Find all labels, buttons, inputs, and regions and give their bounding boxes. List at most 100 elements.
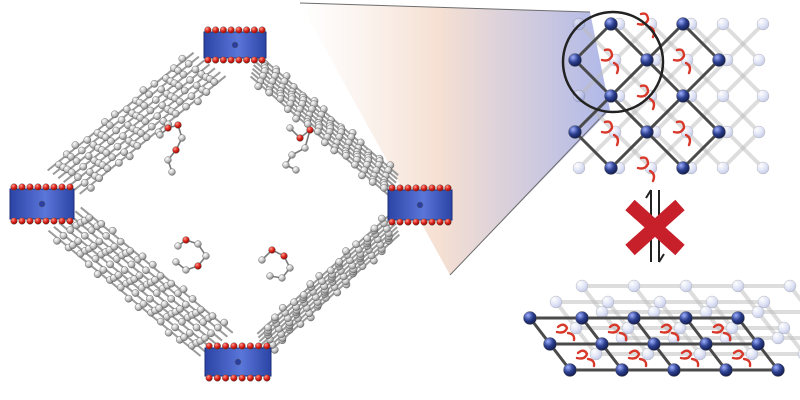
guest-squiggle	[607, 323, 628, 342]
lattice-node	[604, 89, 618, 103]
guest-squiggle	[636, 84, 656, 111]
carbon-atom	[108, 153, 116, 161]
linker-bond	[68, 67, 216, 187]
lattice-node	[716, 17, 730, 31]
carbon-atom	[97, 220, 106, 228]
oxygen-atom	[222, 374, 230, 382]
lattice-node	[543, 337, 557, 351]
carbon-atom	[156, 272, 165, 280]
carbon-atom	[207, 329, 215, 338]
carbon-atom	[66, 226, 75, 234]
lattice-node	[725, 321, 739, 335]
oxygen-atom	[212, 26, 220, 34]
carbon-atom	[126, 247, 134, 255]
lattice-node	[572, 89, 586, 103]
red-cross-icon	[625, 199, 685, 256]
metal-node	[387, 184, 453, 226]
carbon-atom	[352, 240, 360, 249]
carbon-atom	[135, 271, 144, 280]
carbon-atom	[107, 137, 115, 146]
linker-bond	[263, 233, 401, 357]
lattice-node	[549, 295, 563, 309]
zoom-beam-edge-top	[299, 2, 591, 13]
oxygen-atom	[230, 374, 238, 382]
guest-molecule	[258, 246, 294, 282]
linker-bond	[260, 222, 397, 346]
carbon-atom	[131, 289, 140, 297]
lattice-strut	[609, 94, 649, 134]
carbon-atom	[93, 270, 102, 279]
oxygen-atom	[436, 184, 444, 192]
lattice-front-layer	[568, 12, 726, 183]
lattice-node	[771, 331, 785, 345]
carbon-atom	[284, 105, 292, 113]
carbon-atom	[186, 76, 194, 84]
oxygen-atom	[412, 184, 420, 192]
carbon-atom	[158, 101, 167, 110]
metal-atom	[231, 41, 239, 49]
oxygen-atom	[250, 56, 258, 64]
lattice-node	[604, 17, 618, 31]
carbon-atom	[112, 255, 121, 263]
lattice-strut	[573, 22, 613, 62]
carbon-atom	[174, 242, 182, 250]
carbon-atom	[178, 134, 186, 142]
carbon-atom	[68, 241, 77, 249]
lattice-strut	[649, 130, 689, 170]
carbon-atom	[99, 266, 108, 274]
metal-node	[203, 26, 267, 64]
metal-node	[9, 183, 75, 225]
carbon-atom	[103, 164, 112, 173]
linker-bond	[251, 67, 395, 192]
carbon-atom	[68, 168, 76, 177]
linker-bond	[256, 211, 394, 335]
carbon-atom	[95, 237, 104, 246]
linker-stack	[47, 206, 234, 357]
oxygen-atom	[227, 26, 235, 34]
linker-stack	[256, 211, 401, 357]
lattice-strut	[725, 58, 765, 98]
lattice-node	[604, 161, 618, 175]
carbon-atom	[180, 86, 189, 95]
carbon-atom	[167, 279, 176, 288]
lattice-node	[771, 363, 785, 377]
carbon-atom	[140, 101, 149, 110]
carbon-atom	[185, 329, 194, 337]
lattice-node	[716, 89, 730, 103]
carbon-atom	[147, 122, 156, 131]
carbon-atom	[290, 298, 298, 307]
carbon-atom	[187, 92, 196, 101]
carbon-atom	[194, 240, 202, 248]
carbon-atom	[363, 234, 371, 243]
carbon-atom	[157, 85, 165, 94]
lattice-strut	[609, 58, 649, 98]
oxygen-atom	[436, 218, 444, 226]
oxygen-atom	[306, 126, 314, 134]
oxygen-atom	[238, 342, 246, 350]
carbon-atom	[117, 116, 126, 124]
linker-bond	[69, 214, 223, 342]
carbon-atom	[80, 179, 89, 187]
oxygen-atom	[250, 26, 258, 34]
linker-bond	[58, 222, 212, 350]
lattice-node	[731, 279, 745, 293]
oxygen-atom	[388, 184, 396, 192]
carbon-atom	[368, 178, 377, 186]
guest-squiggle	[600, 48, 620, 75]
lattice-node	[627, 311, 641, 325]
carbon-atom	[199, 318, 207, 326]
carbon-atom	[87, 226, 96, 235]
lattice-node	[575, 279, 589, 293]
carbon-atom	[67, 153, 75, 161]
carbon-atom	[188, 295, 197, 303]
carbon-atom	[141, 117, 150, 126]
oxygen-atom	[412, 218, 420, 226]
carbon-atom	[271, 313, 279, 322]
carbon-atom	[74, 173, 82, 181]
carbon-atom	[326, 266, 335, 275]
metal-node	[204, 342, 272, 382]
carbon-atom	[156, 317, 165, 326]
guest-squiggle	[672, 48, 692, 75]
oxygen-atom	[246, 342, 254, 350]
linker-bond	[262, 230, 399, 354]
